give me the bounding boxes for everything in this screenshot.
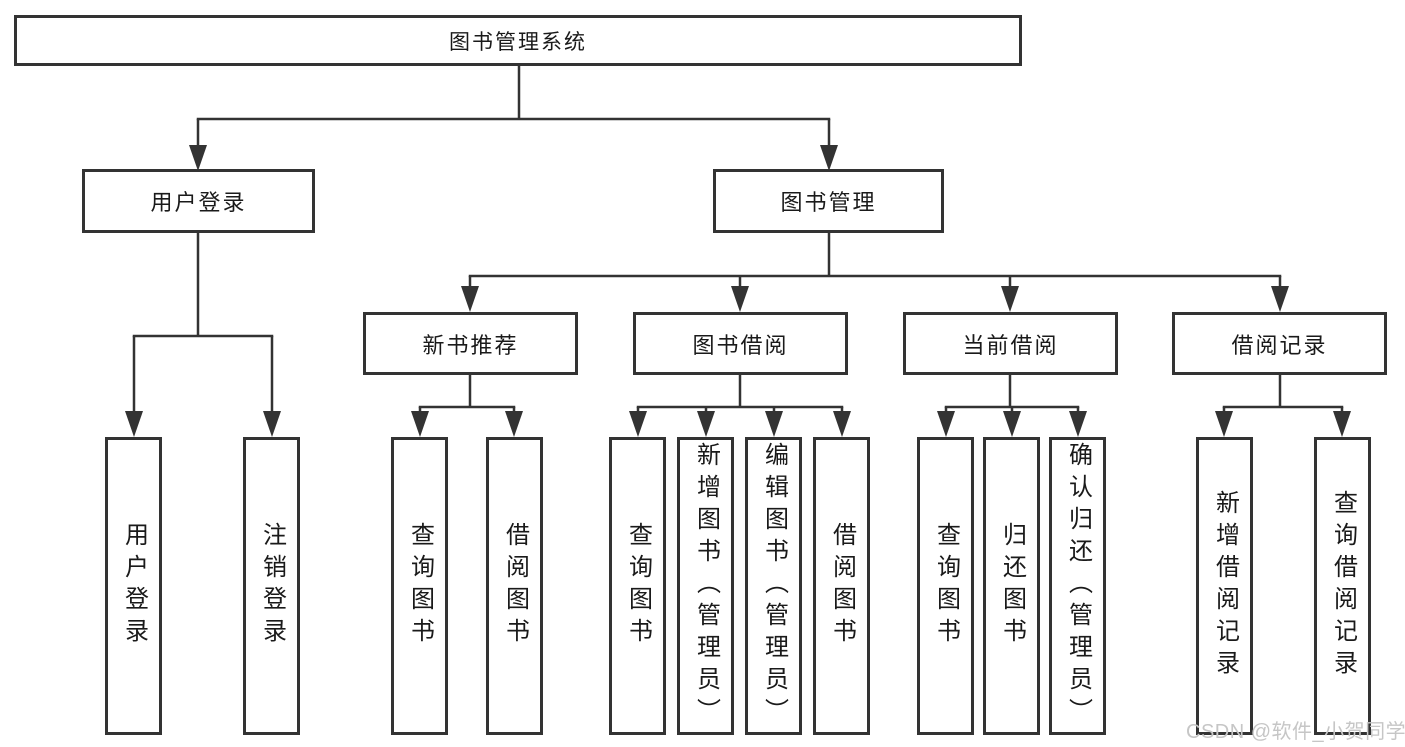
node-root-library-system: 图书管理系统: [14, 15, 1022, 66]
leaf-query-books-recommend: 查询图书: [391, 437, 448, 735]
leaf-borrow-books: 借阅图书: [813, 437, 870, 735]
leaf-add-borrow-record: 新增借阅记录: [1196, 437, 1253, 735]
node-book-borrowing: 图书借阅: [633, 312, 848, 375]
leaf-edit-books-admin: 编辑图书（管理员）: [745, 437, 802, 735]
leaf-add-books-admin: 新增图书（管理员）: [677, 437, 734, 735]
leaf-borrow-books-recommend: 借阅图书: [486, 437, 543, 735]
csdn-watermark: CSDN @软件_小贺同学: [1186, 721, 1405, 743]
node-user-login: 用户登录: [82, 169, 315, 233]
leaf-user-login: 用户登录: [105, 437, 162, 735]
leaf-confirm-return-admin: 确认归还（管理员）: [1049, 437, 1106, 735]
node-new-book-recommendation: 新书推荐: [363, 312, 578, 375]
node-current-borrowing: 当前借阅: [903, 312, 1118, 375]
leaf-return-books: 归还图书: [983, 437, 1040, 735]
node-book-management: 图书管理: [713, 169, 944, 233]
leaf-logout: 注销登录: [243, 437, 300, 735]
leaf-query-books-borrow: 查询图书: [609, 437, 666, 735]
leaf-query-borrow-record: 查询借阅记录: [1314, 437, 1371, 735]
node-borrowing-records: 借阅记录: [1172, 312, 1387, 375]
leaf-query-books-current: 查询图书: [917, 437, 974, 735]
